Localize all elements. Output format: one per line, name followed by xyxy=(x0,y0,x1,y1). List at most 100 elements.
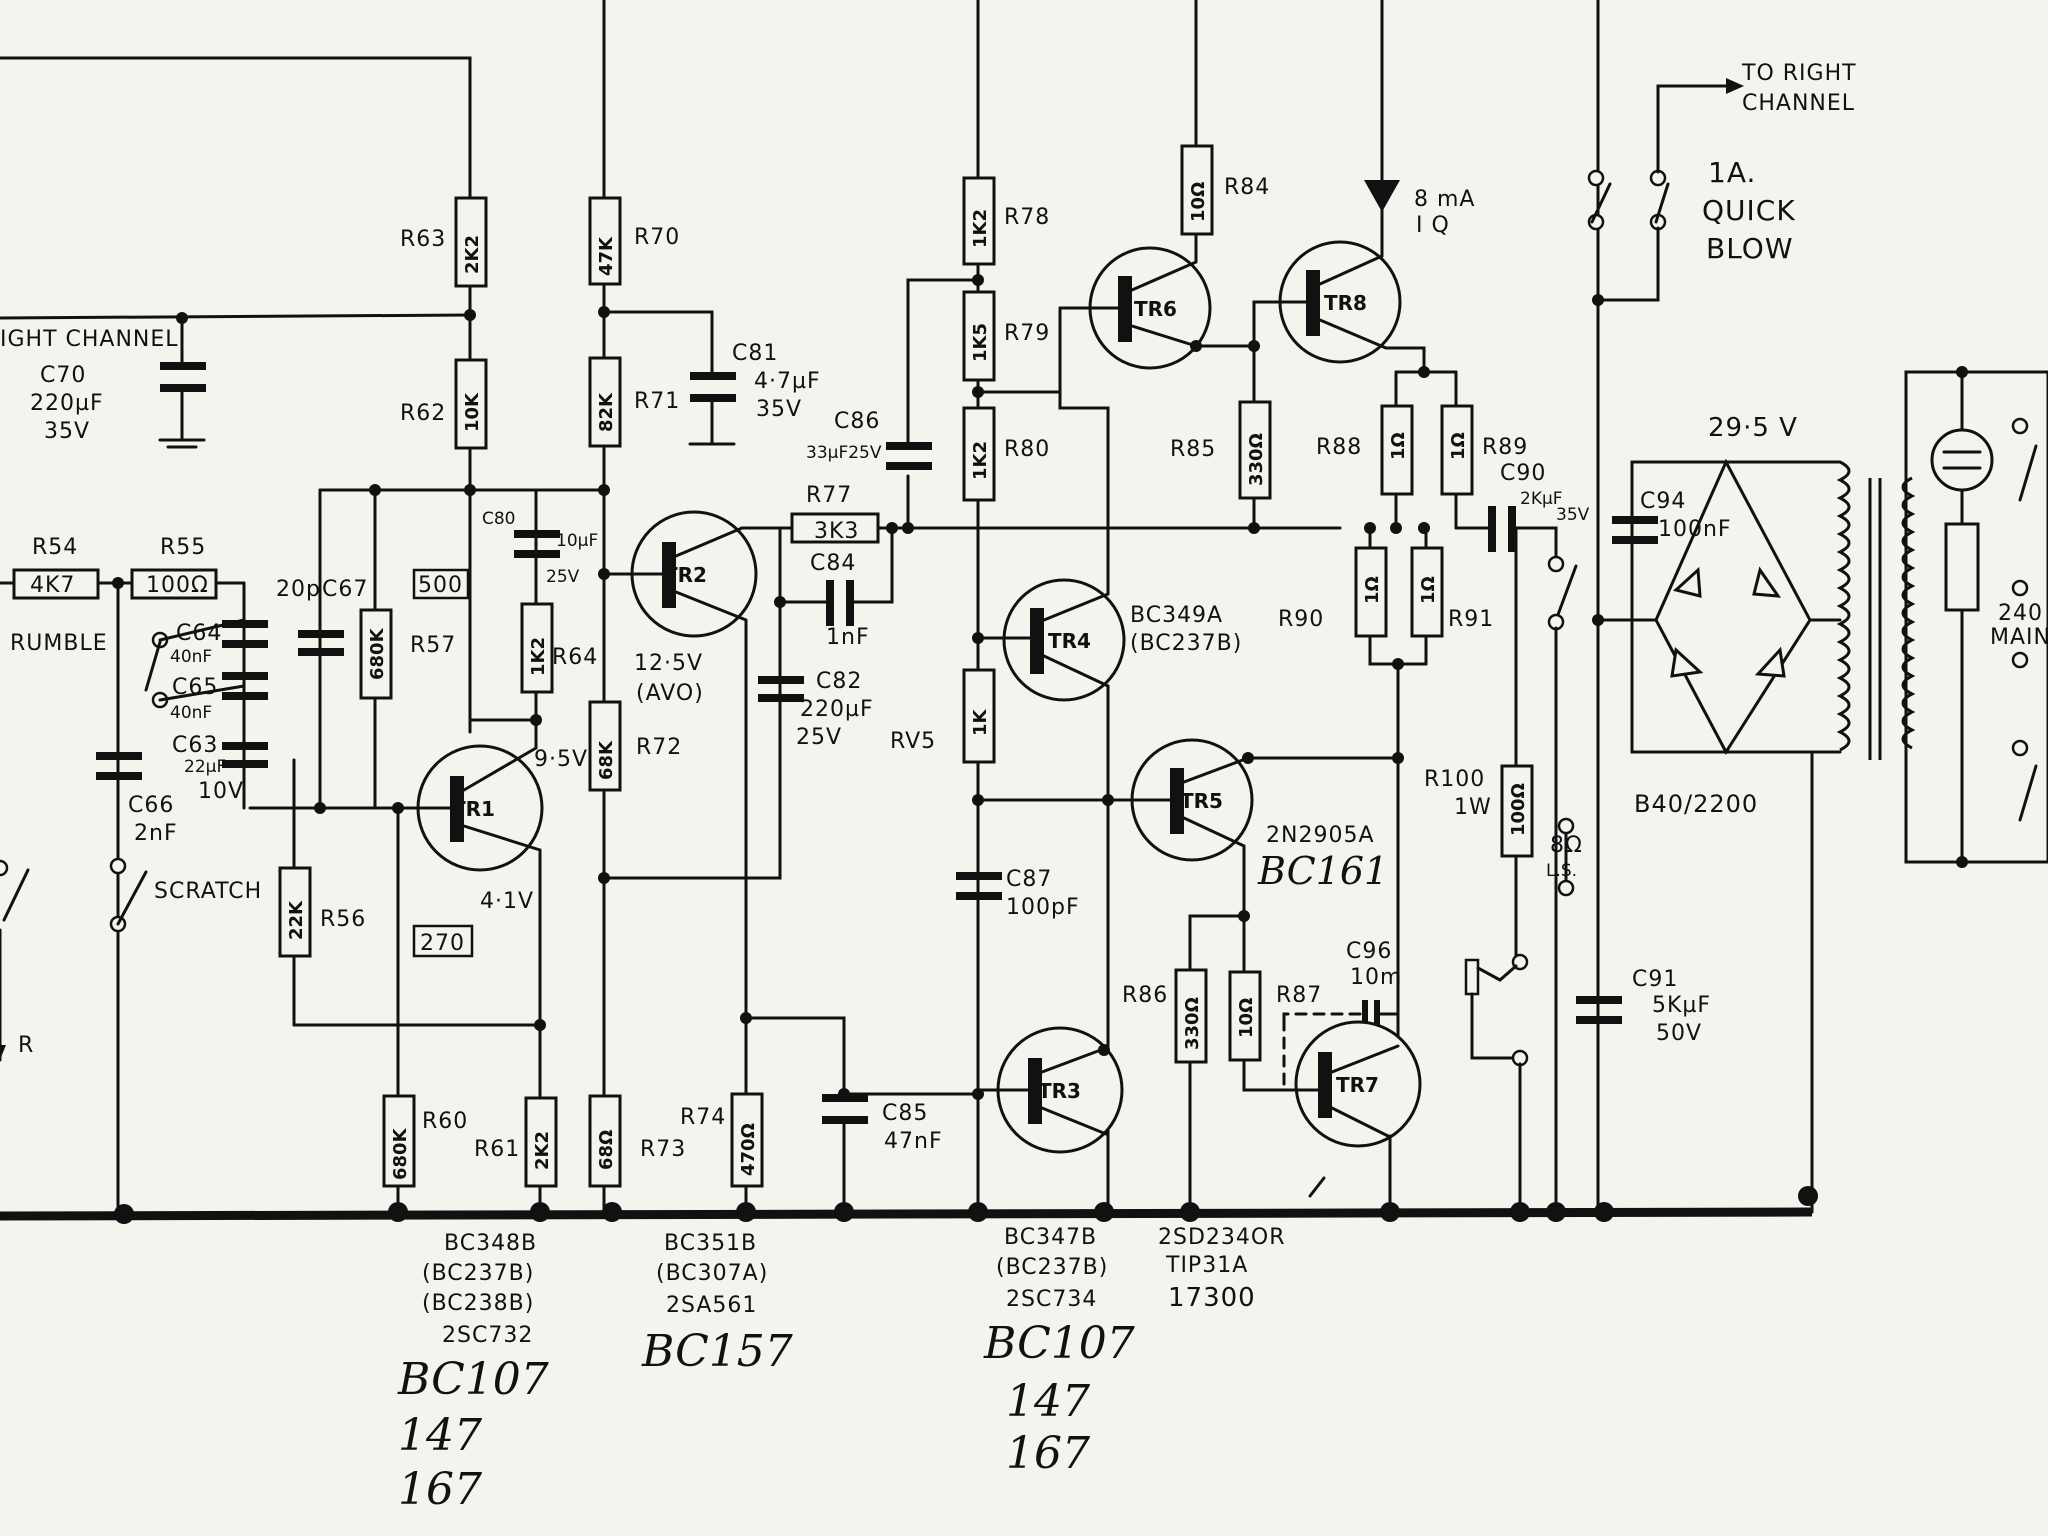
label-avo: (AVO) xyxy=(636,681,704,706)
label-box-270: 270 xyxy=(420,931,465,956)
label-c82-voltage: 25V xyxy=(796,725,842,750)
label-hand-c-3: 167 xyxy=(1006,1428,1090,1479)
label-tr4-alt: (BC237B) xyxy=(1130,631,1242,656)
label-r100-value: 100Ω xyxy=(1508,783,1529,836)
label-tr2: TR2 xyxy=(664,563,707,587)
label-c91-value: 5KµF xyxy=(1652,993,1711,1018)
resistor-r57 xyxy=(359,608,393,700)
label-tr1-type-4: 2SC732 xyxy=(442,1323,533,1348)
label-tr1-type-1: BC348B xyxy=(444,1231,537,1256)
label-c85-value: 47nF xyxy=(884,1129,943,1154)
label-r72-value: 68K xyxy=(596,740,617,780)
label-r57-value: 680K xyxy=(367,627,388,680)
label-c87-value: 100pF xyxy=(1006,895,1080,920)
label-c91-voltage: 50V xyxy=(1656,1021,1702,1046)
label-c90: C90 xyxy=(1500,461,1546,486)
resistor-r79 xyxy=(962,290,996,382)
label-tr4-type: BC349A xyxy=(1130,603,1223,628)
label-c67-value: 20p xyxy=(276,577,321,602)
label-hand-b: BC157 xyxy=(641,1326,793,1377)
label-tr7-type-1: 2SD234OR xyxy=(1158,1225,1286,1250)
label-r64-value: 1K2 xyxy=(528,637,549,676)
resistor-r80 xyxy=(962,406,996,502)
label-r85: R85 xyxy=(1170,437,1216,462)
label-hand-c-2: 147 xyxy=(1006,1376,1090,1427)
label-tr2-type-3: 2SA561 xyxy=(666,1293,757,1318)
resistor-r71 xyxy=(588,356,622,448)
label-tr5: TR5 xyxy=(1180,789,1223,813)
label-r60-value: 680K xyxy=(390,1127,411,1180)
resistor-r56 xyxy=(278,866,312,958)
label-tr7: TR7 xyxy=(1336,1073,1379,1097)
label-r74: R74 xyxy=(680,1105,726,1130)
label-c66: C66 xyxy=(128,793,174,818)
label-r86-value: 330Ω xyxy=(1182,997,1203,1050)
resistor-r63 xyxy=(454,196,488,288)
label-c84: C84 xyxy=(810,551,856,576)
label-hand-a-3: 167 xyxy=(398,1464,482,1515)
label-rv5-value: 1K xyxy=(970,708,991,736)
label-r84: R84 xyxy=(1224,175,1270,200)
label-29-5v: 29·5 V xyxy=(1708,413,1798,443)
label-c81-value: 4·7µF xyxy=(754,369,821,394)
neon-lamp xyxy=(1930,428,1994,492)
label-to-right: TO RIGHT xyxy=(1741,61,1857,86)
resistor-r77 xyxy=(790,512,880,544)
label-c67: C67 xyxy=(322,577,368,602)
label-ls: L.S. xyxy=(1546,861,1577,881)
label-c65-value: 40nF xyxy=(170,703,212,723)
label-r78: R78 xyxy=(1004,205,1050,230)
label-c66-value: 2nF xyxy=(134,821,178,846)
resistor-r62 xyxy=(454,358,488,450)
label-tr5-hand: BC161 xyxy=(1257,849,1388,893)
label-12-5v: 12·5V xyxy=(634,651,703,676)
wire-top-left xyxy=(0,56,472,202)
label-hand-c-1: BC107 xyxy=(983,1318,1135,1369)
resistor-r74 xyxy=(730,1092,764,1188)
label-tr4: TR4 xyxy=(1048,629,1091,653)
label-c80-value: 10µF xyxy=(556,531,598,551)
label-r63-value: 2K2 xyxy=(462,235,483,274)
label-c63: C63 xyxy=(172,733,218,758)
label-rv5: RV5 xyxy=(890,729,936,754)
label-c87: C87 xyxy=(1006,867,1052,892)
resistor-r61 xyxy=(524,1096,558,1188)
label-r56-value: 22K xyxy=(286,900,307,940)
label-r72: R72 xyxy=(636,735,682,760)
label-r100: R100 xyxy=(1424,767,1485,792)
label-r79: R79 xyxy=(1004,321,1050,346)
label-r61-value: 2K2 xyxy=(532,1131,553,1170)
label-c70: C70 xyxy=(40,363,86,388)
label-rumble: RUMBLE xyxy=(10,631,108,656)
label-9-5v: 9·5V xyxy=(534,747,588,772)
label-r77: R77 xyxy=(806,483,852,508)
label-r85-value: 330Ω xyxy=(1246,433,1267,486)
label-c81: C81 xyxy=(732,341,778,366)
label-r73: R73 xyxy=(640,1137,686,1162)
label-r74-value: 470Ω xyxy=(738,1123,759,1176)
label-r89: R89 xyxy=(1482,435,1528,460)
resistor-r100 xyxy=(1500,764,1534,858)
label-r86: R86 xyxy=(1122,983,1168,1008)
label-c96-value: 10m xyxy=(1350,965,1402,990)
label-fuse-1: 1A. xyxy=(1708,156,1756,189)
label-c64: C64 xyxy=(176,621,222,646)
label-box-500: 500 xyxy=(418,573,463,598)
label-c63-voltage: 10V xyxy=(198,779,244,804)
label-tr6: TR6 xyxy=(1134,297,1177,321)
label-r91: R91 xyxy=(1448,607,1494,632)
labels: TO RIGHT CHANNEL 1A. QUICK BLOW 8 mA I Q… xyxy=(0,61,2048,1515)
label-c86-value: 33µF25V xyxy=(806,443,882,463)
label-tr1-type-3: (BC238B) xyxy=(422,1291,534,1316)
label-240: 240 xyxy=(1998,601,2043,626)
resistor-r70 xyxy=(588,196,622,286)
resistor-r85 xyxy=(1238,400,1272,500)
label-r91-value: 1Ω xyxy=(1418,576,1439,604)
label-r71-value: 82K xyxy=(596,392,617,432)
label-r61: R61 xyxy=(474,1137,520,1162)
ground-bus xyxy=(0,1207,1813,1221)
label-r88: R88 xyxy=(1316,435,1362,460)
label-scratch: SCRATCH xyxy=(154,879,262,904)
label-c91: C91 xyxy=(1632,967,1678,992)
